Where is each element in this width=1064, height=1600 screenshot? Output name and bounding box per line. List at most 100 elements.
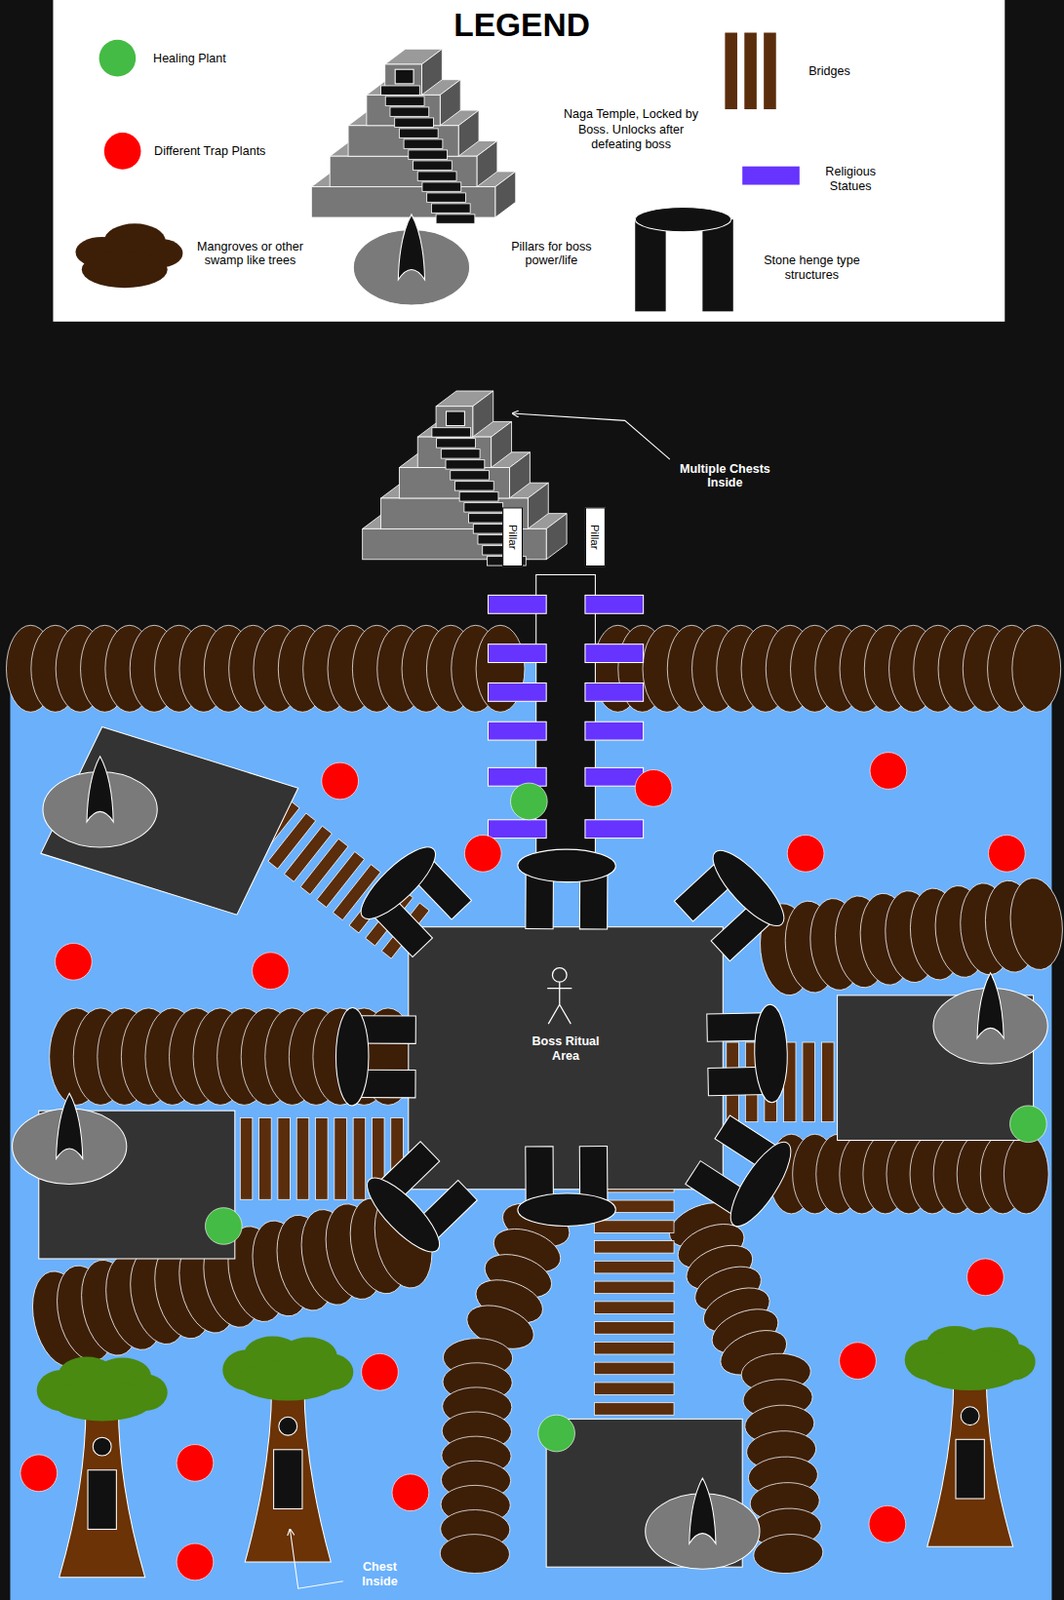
stone-henge [516,1145,616,1226]
healing-plant [538,1415,576,1453]
legend-bridge [763,33,777,111]
trap-plant [868,1505,907,1543]
religious-statue [487,721,547,741]
temple-step [403,139,443,149]
tree-canopy [918,1349,1022,1391]
temple-step [408,150,448,159]
temple-side [546,513,567,560]
healing-plant [204,1208,242,1246]
healing-plant [511,783,549,821]
bridge-plank [334,1117,348,1200]
mangrove-band [755,875,1064,998]
legend-panel [52,0,1005,322]
legend-swatch [99,39,137,78]
tree-trunk [927,1370,1014,1547]
mangrove-band [439,1338,513,1575]
trap-plant [361,1353,399,1391]
trap-plant [55,943,93,981]
pillar-spike [56,1093,83,1159]
stone-henge [335,1007,416,1106]
religious-statue [585,721,644,741]
mangrove-band [49,1008,416,1105]
stone-henge [357,1136,484,1262]
legend-henge-cap [634,207,731,233]
tree-door [955,1439,985,1499]
legend-text: Religious Statues [809,163,892,194]
stone-henge [707,1004,789,1104]
bridge-plank [593,1241,674,1255]
trap-plant [839,1342,877,1380]
bridge-plank [822,1042,835,1123]
legend-bridge [744,33,757,111]
legend-text: Naga Temple, Locked by Boss. Unlocks aft… [552,107,709,152]
leader-line [512,413,670,460]
bridge-plank [593,1322,674,1336]
mangrove-tree [751,1532,825,1577]
legend-text: Mangroves or other swamp like trees [185,238,316,269]
legend-bridge [724,33,738,111]
bridge-plank [593,1382,674,1396]
temple-step [436,438,476,448]
legend-swatch [104,132,142,170]
bridge-plank [315,1117,329,1200]
temple-side [509,452,530,499]
temple-step [431,203,471,213]
trap-plant [321,762,359,800]
trap-plant [634,769,672,807]
temple-step [440,449,480,459]
temple-step [435,214,475,224]
ritual-area [408,927,723,1190]
religious-statue [585,767,644,787]
bridge-plank [593,1362,674,1376]
stone-henge [351,837,477,964]
tree-house [905,1326,1036,1547]
bridge-plank [593,1341,674,1355]
platform [40,726,299,915]
legend-henge-leg [702,219,733,312]
pillar-spike [397,214,425,280]
temple-side [421,48,442,95]
henge-cap [357,1168,450,1262]
temple-side [439,79,461,126]
mangrove-tree [1003,1134,1049,1215]
temple-side [527,482,549,529]
bridge-plank [593,1221,674,1234]
henge-cap [335,1007,369,1106]
trap-plant [464,834,502,872]
tree-door [87,1470,117,1531]
bridge-plank [802,1042,816,1123]
trap-plant [176,1445,214,1483]
temple-step [450,471,490,480]
religious-statue [585,820,644,839]
pillar-label: Pillar [589,524,602,551]
temple-step [427,193,467,202]
naga-temple [311,48,515,224]
boss-body [547,982,572,1025]
trap-plant [252,952,290,990]
pillar-spike [977,973,1004,1039]
religious-statue [487,594,547,614]
trap-plant [988,834,1026,872]
mangrove-band [593,625,1062,712]
temple-step [454,481,494,491]
temple-step [385,96,425,106]
religious-statue [585,644,644,664]
temple-step [394,118,434,127]
religious-statue [487,820,547,839]
naga-temple [362,391,567,566]
legend-text: Bridges [808,64,891,79]
temple-step [398,128,438,138]
stone-henge [669,841,794,968]
temple-side [491,421,513,468]
temple-front [311,187,495,218]
legend-title: LEGEND [419,4,624,44]
henge-cap [720,1134,802,1235]
boss-figure [547,968,572,1025]
boss-pillar [645,1478,760,1570]
temple-step [390,107,430,117]
temple-side [458,110,479,157]
temple-step [445,460,485,470]
pillar-spike [689,1478,716,1544]
henge-cap [517,849,617,883]
